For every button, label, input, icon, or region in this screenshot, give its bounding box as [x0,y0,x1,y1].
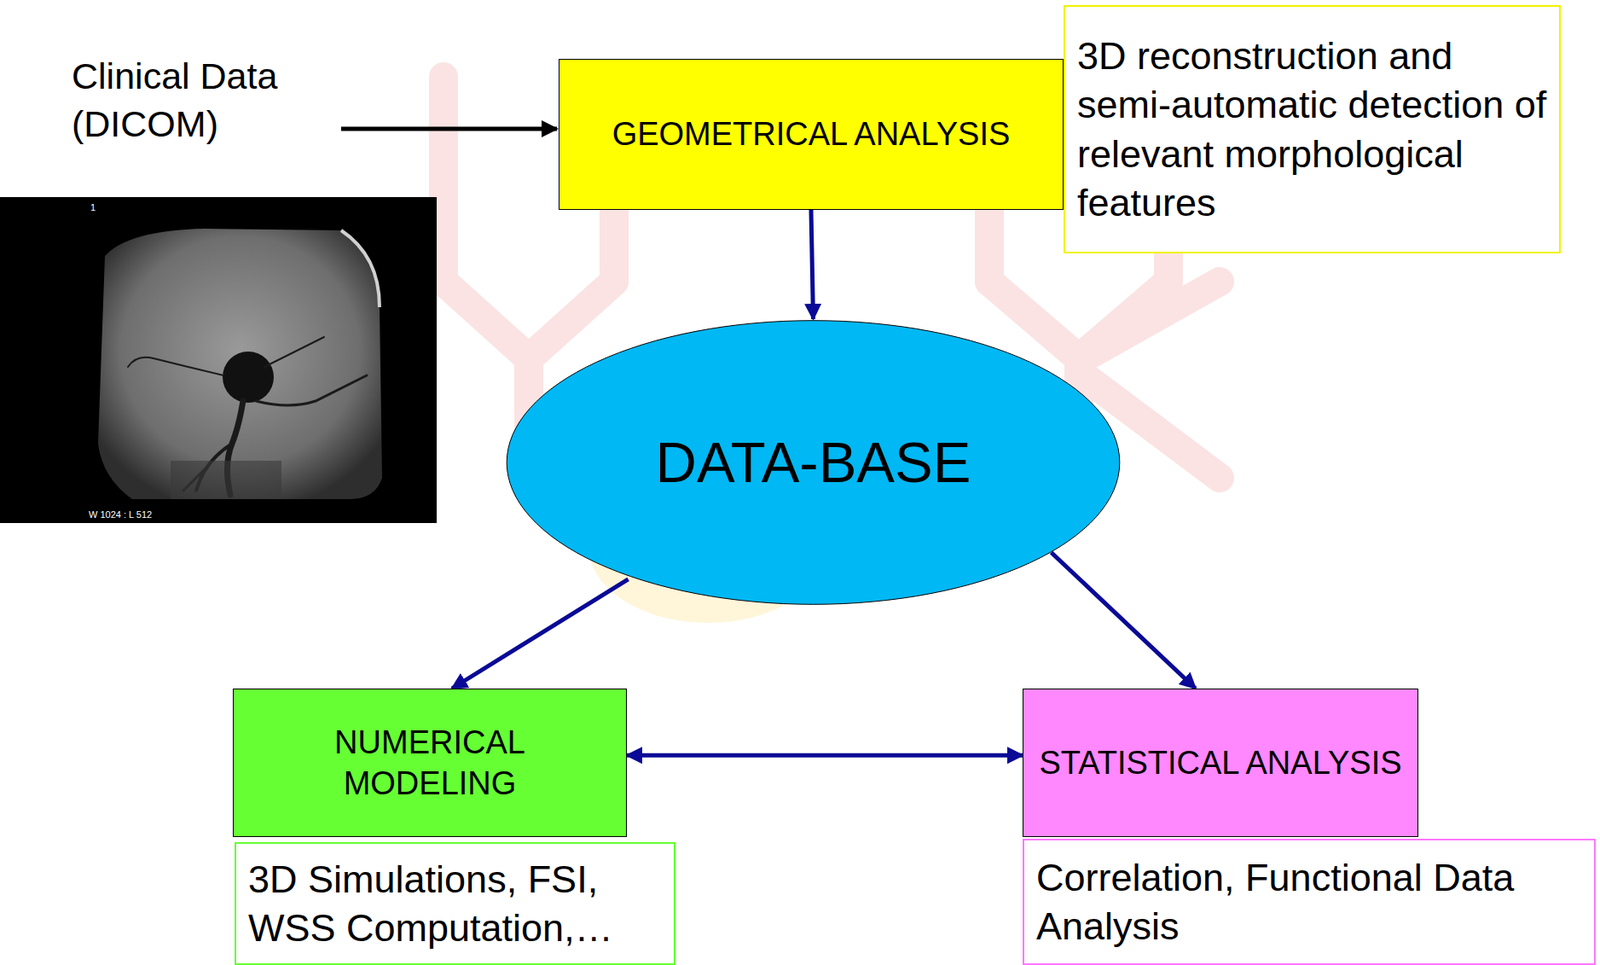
note-box: Correlation, Functional Data Analysis [1022,838,1596,965]
box-title: DATA-BASE [655,425,972,499]
note-box: 3D Simulations, FSI, WSS Computation,… [234,841,676,965]
note-box: 3D reconstruction and semi-automatic det… [1063,5,1561,254]
database-ellipse: DATA-BASE [504,318,1122,606]
note-text: 3D Simulations, FSI, WSS Computation,… [248,854,662,952]
flow-arrow [811,209,814,319]
box-title: NUMERICAL MODELING [247,721,613,805]
process-box: STATISTICAL ANALYSIS [1022,688,1419,837]
process-box: NUMERICAL MODELING [232,688,627,837]
image-annotation: 1 [90,201,125,214]
note-text: 3D reconstruction and semi-automatic det… [1077,31,1548,227]
box-title: STATISTICAL ANALYSIS [1038,742,1402,783]
process-box: GEOMETRICAL ANALYSIS [558,58,1064,210]
input-label: Clinical Data (DICOM) [71,52,354,149]
box-title: GEOMETRICAL ANALYSIS [612,113,1011,155]
flow-arrow [626,753,1023,758]
flow-arrow [1051,552,1196,689]
image-annotation: W 1024 : L 512 [88,508,226,521]
flow-arrow [452,579,629,689]
note-text: Correlation, Functional Data Analysis [1036,852,1583,951]
